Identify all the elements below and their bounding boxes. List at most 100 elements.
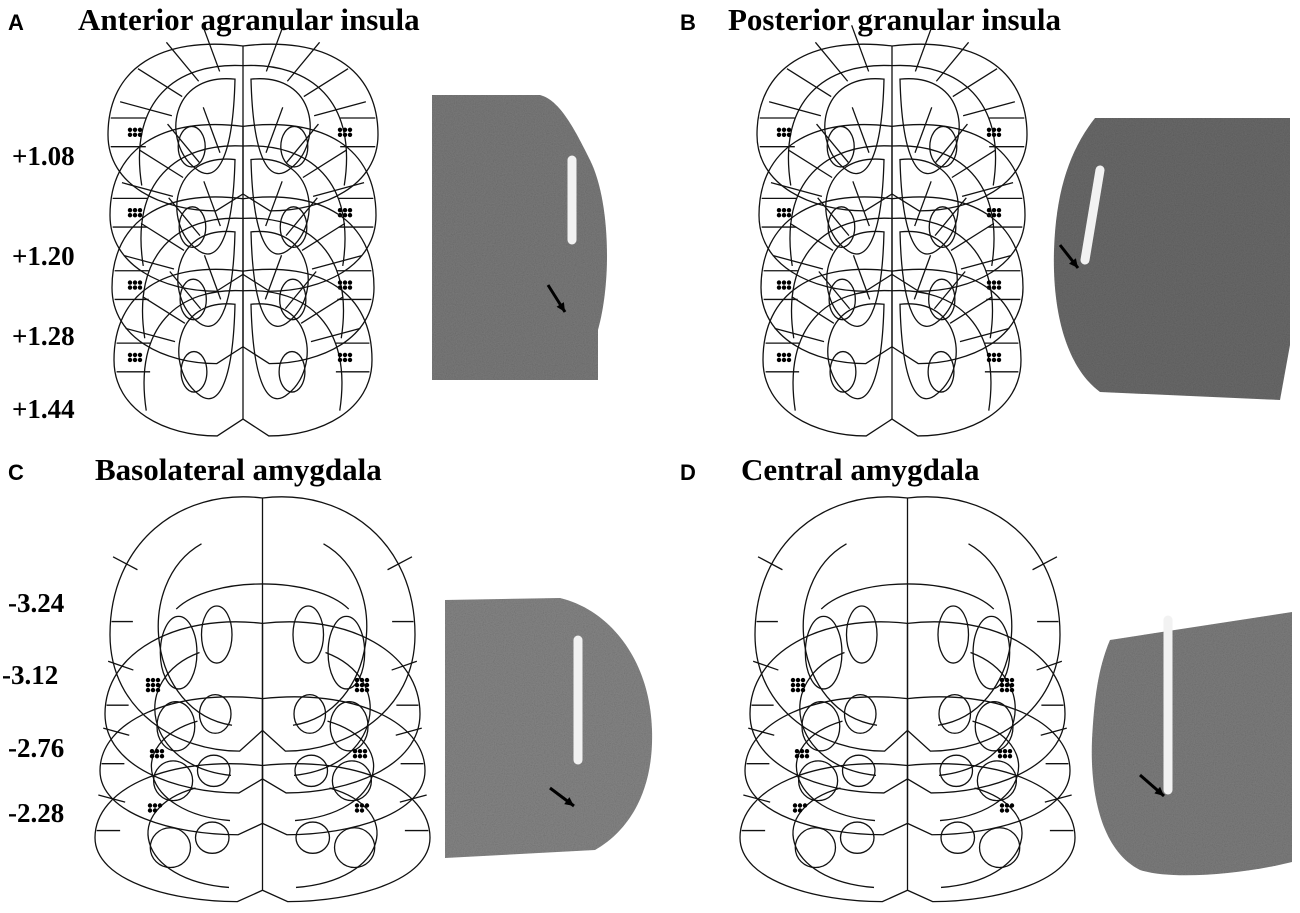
cortex-division	[125, 327, 176, 343]
placement-dot	[790, 682, 796, 688]
panel-d-letter: D	[680, 460, 696, 485]
panel-d-title: Central amygdala	[741, 452, 980, 487]
placement-dot	[347, 352, 353, 358]
placement-dot	[137, 352, 143, 358]
placement-dot	[786, 280, 792, 285]
cortex-division	[167, 123, 200, 163]
placement-dot	[999, 682, 1005, 688]
placement-dot	[359, 682, 365, 688]
cortex-division	[313, 101, 367, 117]
placement-dot	[357, 748, 363, 754]
boundary-line	[748, 727, 775, 736]
cortex-division	[961, 182, 1014, 198]
cortex-division	[312, 182, 365, 198]
panel-c-coord-2: -3.12	[2, 660, 58, 690]
placement-dot	[127, 207, 133, 213]
cortex-division	[949, 296, 993, 324]
arrowhead-icon	[556, 302, 565, 312]
placement-dot	[342, 280, 348, 285]
placement-dot	[795, 682, 801, 688]
amygdala-nucleus	[794, 827, 837, 869]
placement-dot	[1004, 677, 1010, 683]
placement-dot	[342, 212, 348, 218]
atlas-section	[107, 25, 379, 212]
panel-a-title: Anterior agranular insula	[78, 2, 420, 37]
placement-dot	[127, 352, 133, 358]
placement-dot	[1002, 753, 1008, 759]
placement-dot	[1007, 748, 1013, 754]
placement-dot	[797, 808, 803, 813]
cortex-division	[123, 254, 175, 270]
arrowhead-icon	[1154, 786, 1164, 796]
striatum	[178, 303, 236, 400]
panel-c-coord-1: -3.24	[8, 588, 64, 618]
nucleus	[280, 125, 309, 168]
placement-dot	[786, 207, 792, 213]
cortex-division	[311, 254, 363, 270]
arrowhead-icon	[1069, 258, 1078, 268]
cortex-division	[300, 296, 344, 324]
cortex-border	[789, 145, 995, 267]
cortex-border	[143, 289, 343, 411]
cortex-division	[952, 68, 998, 98]
striatum	[826, 230, 885, 327]
nucleus	[177, 125, 206, 168]
panel-c-coord-4: -2.28	[8, 798, 64, 828]
placement-dot	[337, 207, 343, 213]
placement-dot	[364, 687, 370, 693]
placement-dot	[999, 687, 1005, 693]
amygdala-nucleus	[331, 760, 373, 802]
placement-dot	[991, 352, 997, 358]
placement-dot	[781, 280, 787, 285]
panel-b-title: Posterior granular insula	[728, 2, 1061, 37]
placement-dot	[996, 352, 1002, 358]
placement-dot	[157, 803, 163, 808]
placement-dot	[1009, 803, 1015, 808]
placement-dot	[357, 753, 363, 759]
placement-dot	[362, 748, 368, 754]
nucleus	[828, 278, 856, 321]
placement-dot	[786, 212, 792, 218]
cortex-division	[789, 222, 834, 251]
placement-dot	[154, 753, 160, 759]
cortex-division	[202, 107, 221, 153]
cortex-division	[286, 41, 321, 82]
placement-dot	[354, 803, 360, 808]
placement-dot	[159, 748, 165, 754]
cortex-division	[165, 41, 200, 82]
placement-dot	[781, 357, 787, 363]
placement-dot	[337, 357, 343, 363]
arrowhead-icon	[564, 797, 574, 806]
cortex-division	[265, 25, 284, 72]
placement-dot	[781, 127, 787, 132]
placement-dot	[364, 803, 370, 808]
thalamic-nucleus	[293, 693, 327, 734]
placement-dot	[354, 808, 360, 813]
panel-b: B Posterior granular insula	[680, 2, 1290, 437]
cortex-division	[168, 197, 201, 237]
placement-dot	[776, 352, 782, 358]
placement-dot	[347, 280, 353, 285]
cortex-division	[139, 149, 184, 179]
tissue-section	[1053, 118, 1290, 400]
cortex-division	[142, 296, 186, 324]
placement-dot	[786, 127, 792, 132]
placement-dot	[132, 357, 138, 363]
amygdala-nucleus	[801, 701, 841, 752]
placement-dot	[137, 212, 143, 218]
placement-dot	[354, 687, 360, 693]
cortex-division	[935, 123, 968, 163]
corpus-callosum	[820, 583, 995, 610]
placement-dot	[337, 280, 343, 285]
placement-dot	[999, 677, 1005, 683]
placement-dot	[145, 677, 151, 683]
placement-dot	[790, 687, 796, 693]
cortex-division	[121, 182, 174, 198]
atlas-section	[762, 255, 1022, 437]
placement-dot	[795, 687, 801, 693]
placement-dot	[999, 808, 1005, 813]
cortex-division	[818, 271, 851, 310]
amygdala-nucleus	[978, 827, 1021, 869]
cortex-division	[301, 222, 346, 251]
